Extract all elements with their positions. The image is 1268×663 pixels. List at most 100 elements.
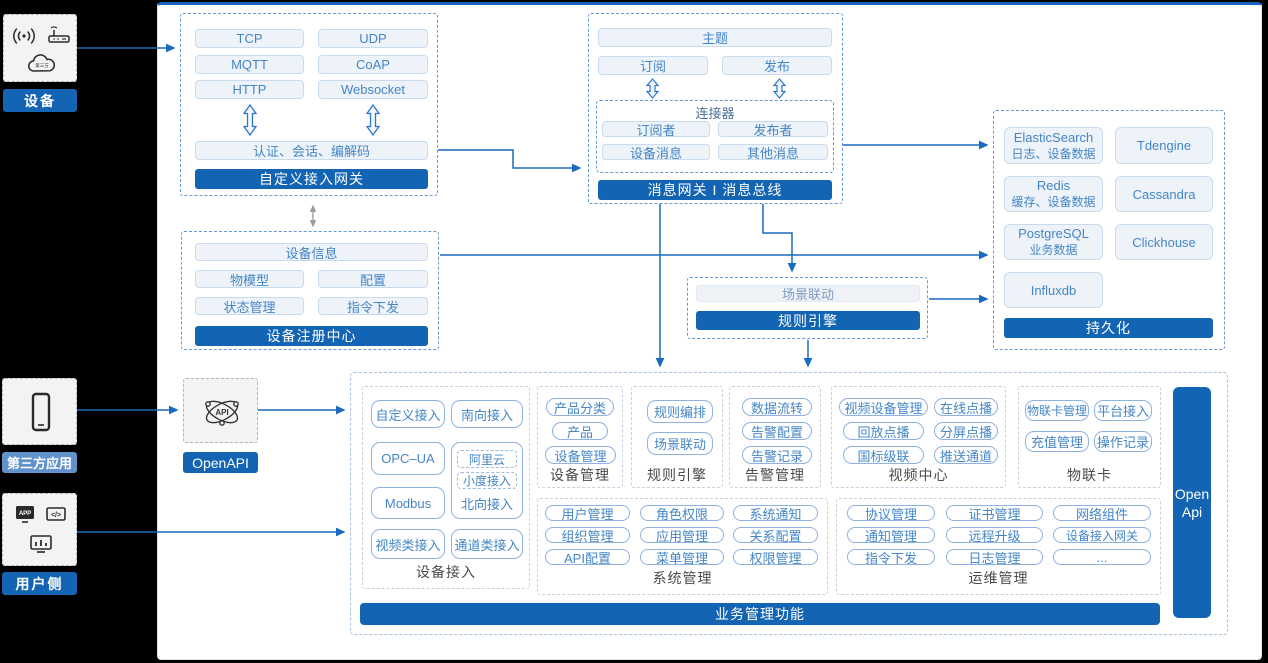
thing-model-box: 物模型 bbox=[195, 270, 304, 288]
alarm-item: 告警记录 bbox=[742, 446, 812, 464]
custom-gateway-box bbox=[180, 13, 438, 196]
ops-item: 远程升级 bbox=[946, 527, 1043, 544]
video-item: 在线点播 bbox=[934, 398, 998, 416]
rail-label-device: 设备 bbox=[3, 89, 77, 112]
openapi-label: OpenAPI bbox=[183, 452, 258, 473]
system-mgmt-section bbox=[537, 498, 828, 595]
rail-label-third-party: 第三方应用 bbox=[2, 452, 77, 473]
store-redis: Redis 缓存、设备数据 bbox=[1004, 176, 1103, 212]
video-item: 分屏点播 bbox=[934, 422, 998, 440]
open-api-line2: Api bbox=[1181, 503, 1203, 520]
alarm-item: 告警配置 bbox=[742, 422, 812, 440]
store-sub: 日志、设备数据 bbox=[1011, 146, 1096, 161]
message-bus-box bbox=[588, 13, 843, 204]
svg-text:API: API bbox=[215, 408, 228, 417]
system-item: API配置 bbox=[545, 549, 630, 566]
device-message-box: 设备消息 bbox=[602, 144, 710, 161]
command-box: 指令下发 bbox=[318, 297, 428, 315]
ops-item: 通知管理 bbox=[847, 527, 935, 544]
double-arrow-icon bbox=[646, 78, 659, 99]
other-message-box: 其他消息 bbox=[718, 144, 828, 161]
device-mgmt-section bbox=[537, 386, 623, 488]
signal-icon bbox=[12, 27, 36, 45]
iot-card-section bbox=[1018, 386, 1161, 488]
rule-item: 场景联动 bbox=[647, 432, 713, 455]
persistence-title: 持久化 bbox=[1004, 318, 1213, 338]
ops-item: 证书管理 bbox=[946, 505, 1043, 522]
video-item: 国标级联 bbox=[843, 446, 924, 464]
access-xiaodu: 小度接入 bbox=[457, 472, 517, 489]
device-registry-title: 设备注册中心 bbox=[195, 326, 428, 346]
access-modbus: Modbus bbox=[371, 487, 445, 519]
protocol-coap: CoAP bbox=[318, 55, 428, 74]
iot-card-item: 操作记录 bbox=[1094, 431, 1152, 452]
openapi-atom-icon: API bbox=[200, 390, 244, 434]
double-arrow-icon bbox=[366, 104, 380, 136]
access-aliyun: 阿里云 bbox=[457, 450, 517, 468]
store-name: Clickhouse bbox=[1132, 234, 1196, 250]
device-access-label: 设备接入 bbox=[416, 564, 476, 580]
ops-item: 指令下发 bbox=[847, 549, 935, 566]
protocol-http: HTTP bbox=[195, 80, 304, 99]
svg-text:</>: </> bbox=[51, 512, 61, 519]
svg-text:第三方: 第三方 bbox=[35, 62, 49, 69]
third-party-icon-box bbox=[2, 378, 77, 445]
access-channel: 通道类接入 bbox=[451, 529, 523, 559]
publisher-box: 发布者 bbox=[718, 121, 828, 138]
store-tdengine: Tdengine bbox=[1115, 127, 1213, 164]
open-api-vertical-bar: Open Api bbox=[1173, 387, 1211, 618]
publish-box: 发布 bbox=[722, 56, 832, 75]
system-item: 应用管理 bbox=[640, 527, 724, 544]
rail-label-user-side: 用户侧 bbox=[2, 572, 77, 595]
system-item: 系统通知 bbox=[733, 505, 818, 522]
system-item: 权限管理 bbox=[733, 549, 818, 566]
user-side-icon-box: APP </> bbox=[2, 493, 77, 566]
access-south: 南向接入 bbox=[451, 400, 523, 428]
system-item: 组织管理 bbox=[545, 527, 630, 544]
access-opcua: OPC–UA bbox=[371, 442, 445, 475]
double-arrow-icon bbox=[773, 78, 786, 99]
business-box bbox=[350, 372, 1228, 635]
video-item: 视频设备管理 bbox=[839, 398, 928, 416]
rule-engine-box bbox=[687, 277, 928, 339]
store-clickhouse: Clickhouse bbox=[1115, 224, 1213, 260]
code-icon: </> bbox=[45, 506, 67, 524]
chart-monitor-icon bbox=[29, 534, 53, 556]
rule-section bbox=[631, 386, 723, 488]
access-custom: 自定义接入 bbox=[371, 400, 445, 428]
system-item: 菜单管理 bbox=[640, 549, 724, 566]
status-mgmt-box: 状态管理 bbox=[195, 297, 304, 315]
rail-label-user-side-text: 用户侧 bbox=[15, 575, 64, 592]
device-registry-box bbox=[181, 231, 439, 350]
phone-icon bbox=[29, 392, 53, 432]
persistence-box bbox=[993, 110, 1225, 350]
store-name: PostgreSQL bbox=[1018, 226, 1089, 241]
system-item: 关系配置 bbox=[733, 527, 818, 544]
system-mgmt-label: 系统管理 bbox=[652, 570, 713, 586]
third-party-cloud-icon: 第三方 bbox=[26, 52, 58, 76]
store-elasticsearch: ElasticSearch 日志、设备数据 bbox=[1004, 127, 1103, 164]
store-name: Influxdb bbox=[1030, 282, 1077, 298]
scene-linkage-box: 场景联动 bbox=[696, 285, 920, 302]
device-mgmt-label: 设备管理 bbox=[550, 467, 610, 483]
device-access-section bbox=[362, 386, 530, 589]
iot-card-item: 平台接入 bbox=[1094, 400, 1152, 421]
rail-label-third-party-text: 第三方应用 bbox=[6, 456, 72, 471]
connector-box bbox=[596, 100, 834, 173]
ops-item: 日志管理 bbox=[946, 549, 1043, 566]
open-api-line1: Open bbox=[1174, 485, 1210, 502]
access-video: 视频类接入 bbox=[371, 529, 445, 559]
alarm-item: 数据流转 bbox=[742, 398, 812, 416]
store-sub: 业务数据 bbox=[1029, 243, 1078, 257]
device-mgmt-item: 设备管理 bbox=[545, 446, 616, 464]
app-icon: APP bbox=[14, 504, 36, 524]
ops-mgmt-section bbox=[836, 498, 1161, 595]
device-info-box: 设备信息 bbox=[195, 243, 428, 261]
connector-title: 连接器 bbox=[695, 106, 735, 121]
iot-card-item: 物联卡管理 bbox=[1025, 400, 1089, 421]
subscribe-box: 订阅 bbox=[598, 56, 708, 75]
iot-card-item: 充值管理 bbox=[1025, 431, 1089, 452]
topic-box: 主题 bbox=[598, 28, 832, 47]
subscriber-box: 订阅者 bbox=[602, 121, 710, 138]
gateway-router-icon bbox=[46, 25, 72, 45]
